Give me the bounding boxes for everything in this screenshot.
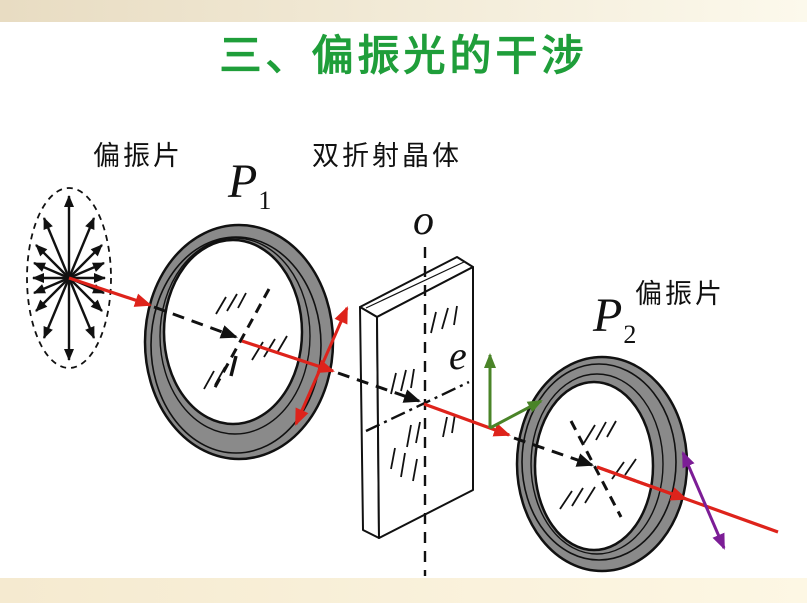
ray-after-p2-arrowhead [596,465,688,501]
label-e-ray: e [449,333,467,378]
label-crystal: 双折射晶体 [312,141,462,171]
label-p2-letter: P [593,289,623,342]
natural-light-ellipse [26,187,112,369]
ray-dashed-in-p2 [513,436,594,467]
natural-light-symbol [26,187,112,369]
top-decor-band [0,0,807,22]
p2-transmission-axis-dashed [569,420,623,518]
p2-polarization-arrow [681,451,726,550]
label-polarizer-right: 偏振片 [635,279,725,309]
o-component-arrow [489,399,543,430]
ray-after-crystal [423,402,511,437]
crystal-dash-dot-axis [365,380,470,433]
crystal-slab [359,256,474,539]
p1-polarization-arrow [294,306,349,426]
polarizer-p2-ring [515,355,689,573]
slide-title: 三、偏振光的干涉 [219,32,588,79]
bottom-decor-band [0,578,807,603]
p2-hatch-marks [559,420,637,510]
label-o-axis: o [413,198,434,244]
label-p2: P2 [593,292,636,348]
natural-light-arrows [32,195,106,361]
ray-dashed-in-p1 [153,305,238,339]
label-p1-letter: P [228,155,258,208]
p1-transmission-axis-dashed [211,288,271,392]
label-polarizer-left: 偏振片 [93,141,183,171]
light-ray-path [68,276,779,534]
label-p1: P1 [228,158,271,214]
label-p2-subscript: 2 [623,320,637,349]
incident-ray [68,276,152,307]
crystal-hatch-marks [390,305,458,482]
crystal-left-face [359,306,380,539]
label-p1-subscript: 1 [258,186,272,215]
ray-dashed-to-crystal [337,371,421,403]
p1-hatch-marks [203,292,288,390]
